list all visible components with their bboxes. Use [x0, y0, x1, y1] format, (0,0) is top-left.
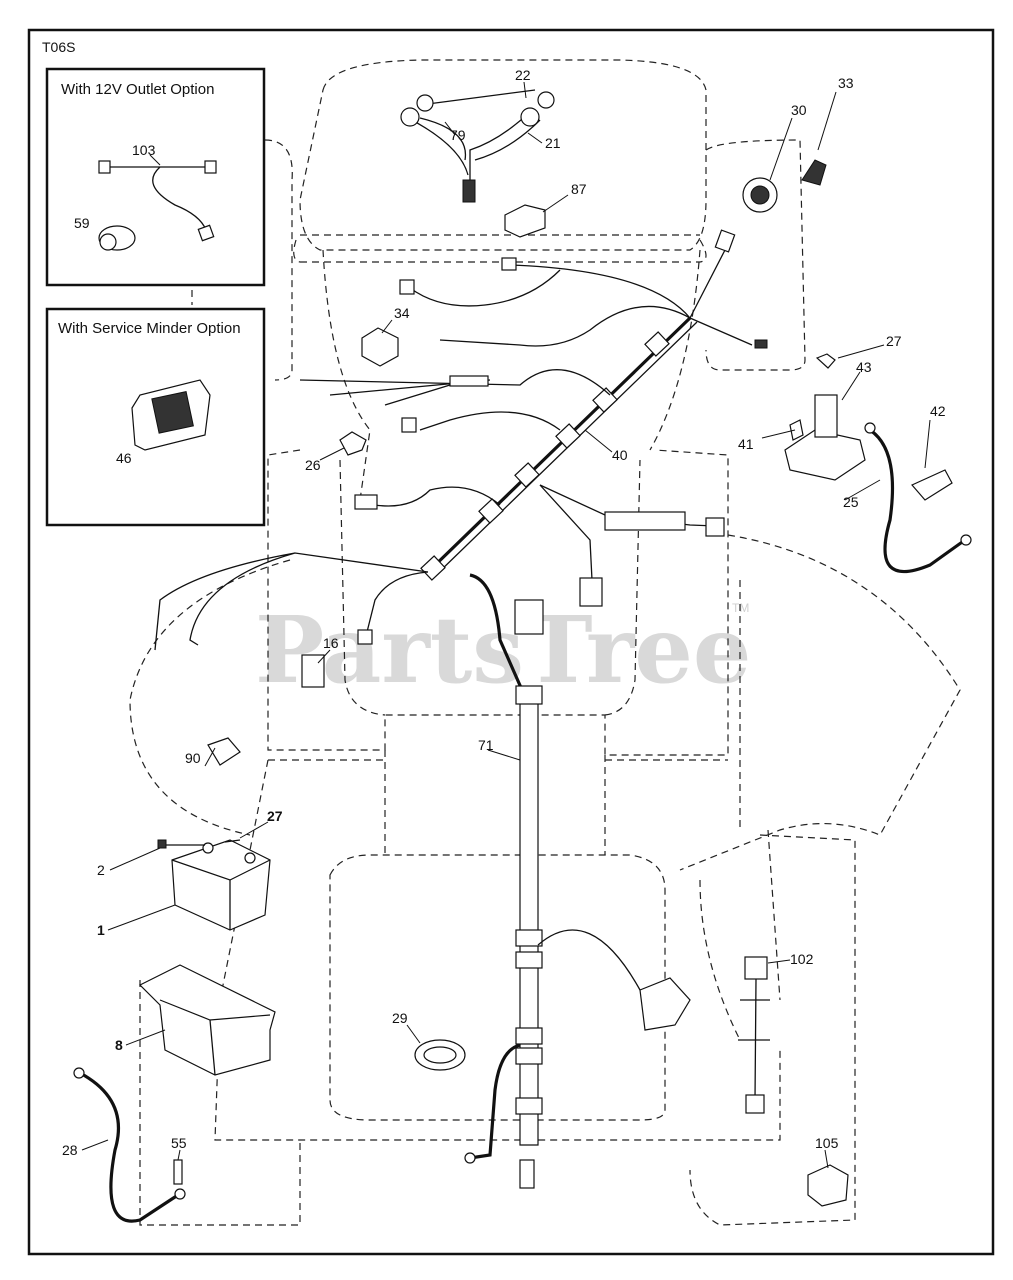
callout-34: 34 — [394, 305, 410, 321]
callout-labels: 22 79 21 33 30 87 34 27 43 42 41 25 40 2… — [62, 67, 946, 1158]
callout-46: 46 — [116, 450, 132, 466]
ignition-key — [801, 159, 827, 186]
leader-lines — [81, 81, 931, 1169]
inset-service-minder: With Service Minder Option — [45, 307, 266, 527]
watermark-tm: TM — [732, 601, 749, 615]
callout-16: 16 — [323, 635, 339, 651]
diagram-code: T06S — [42, 39, 75, 55]
callout-21: 21 — [545, 135, 561, 151]
callout-103: 103 — [132, 142, 156, 158]
ground-cable — [79, 1071, 179, 1223]
bolt — [173, 1159, 183, 1185]
inset-minder-title: With Service Minder Option — [58, 320, 241, 337]
callout-8: 8 — [115, 1037, 123, 1053]
inset-12v-title: With 12V Outlet Option — [61, 81, 214, 98]
callout-90: 90 — [185, 750, 201, 766]
callout-27-battery: 27 — [267, 808, 283, 824]
callout-59: 59 — [74, 215, 90, 231]
sensor — [807, 1164, 849, 1207]
callout-71: 71 — [478, 737, 494, 753]
callout-40: 40 — [612, 447, 628, 463]
callout-105: 105 — [815, 1135, 839, 1151]
callout-25: 25 — [843, 494, 859, 510]
inset-12v-outlet: With 12V Outlet Option — [45, 67, 266, 287]
terminal-cover — [911, 469, 953, 501]
diode-connector — [207, 737, 241, 766]
ignition-switch — [742, 177, 778, 213]
callout-41: 41 — [738, 436, 754, 452]
callout-102: 102 — [790, 951, 814, 967]
callout-26: 26 — [305, 457, 321, 473]
battery-cable-red — [869, 428, 966, 574]
chassis-outlines — [129, 59, 961, 1226]
seat-switch — [361, 327, 399, 367]
callout-29: 29 — [392, 1010, 408, 1026]
callout-30: 30 — [791, 102, 807, 118]
callout-79: 79 — [450, 127, 466, 143]
relay — [504, 204, 546, 238]
rear-harness — [464, 573, 691, 1189]
callout-42: 42 — [930, 403, 946, 419]
battery — [157, 839, 271, 931]
callout-1: 1 — [97, 922, 105, 938]
callout-55: 55 — [171, 1135, 187, 1151]
headlight-harness — [400, 89, 555, 203]
diagram-frame — [27, 28, 995, 1256]
fuse-holder-harness — [738, 956, 770, 1114]
callout-2: 2 — [97, 862, 105, 878]
starter-solenoid — [784, 353, 866, 481]
callout-43: 43 — [856, 359, 872, 375]
main-harness — [154, 229, 768, 651]
callout-28: 28 — [62, 1142, 78, 1158]
callout-22: 22 — [515, 67, 531, 83]
battery-tray — [138, 964, 276, 1076]
fuse — [339, 431, 367, 456]
callout-27-solenoid: 27 — [886, 333, 902, 349]
callout-87: 87 — [571, 181, 587, 197]
callout-33: 33 — [838, 75, 854, 91]
